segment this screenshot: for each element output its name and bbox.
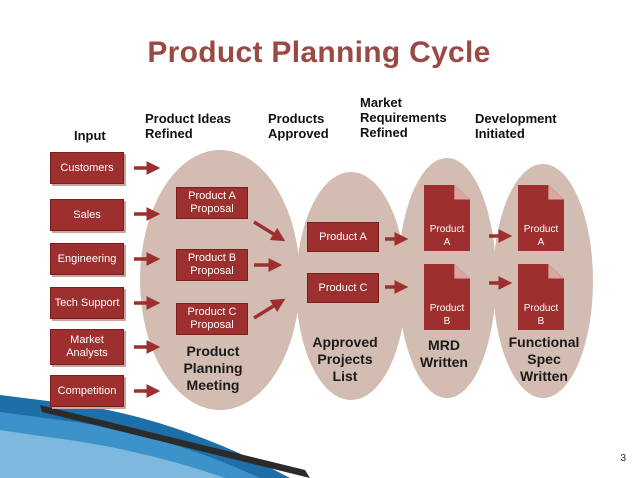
proposal-product-c: Product C Proposal bbox=[176, 303, 248, 335]
spec-document-product-b: Product B MRD bbox=[518, 264, 564, 330]
mrd-document-product-a: Product A MRD bbox=[424, 185, 470, 251]
mrd-document-label: Product A MRD bbox=[429, 224, 465, 251]
spec-document-product-a: Product A MRD bbox=[518, 185, 564, 251]
header-product-ideas-refined: Product Ideas Refined bbox=[145, 111, 231, 141]
header-products-approved: Products Approved bbox=[268, 111, 329, 141]
caption-product-planning-meeting: Product Planning Meeting bbox=[183, 343, 243, 393]
caption-mrd-written: MRD Written bbox=[420, 337, 468, 370]
approved-product-c: Product C bbox=[307, 273, 379, 303]
caption-approved-projects-list: Approved Projects List bbox=[312, 334, 378, 384]
input-customers: Customers bbox=[50, 152, 124, 184]
input-tech-support: Tech Support bbox=[50, 287, 124, 319]
spec-document-label: Product B MRD bbox=[523, 303, 559, 330]
header-market-requirements-refined: Market Requirements Refined bbox=[360, 95, 447, 140]
page-number: 3 bbox=[620, 453, 626, 464]
spec-document-label: Product A MRD bbox=[523, 224, 559, 251]
mrd-document-product-b: Product B MRD bbox=[424, 264, 470, 330]
input-competition: Competition bbox=[50, 375, 124, 407]
caption-functional-spec-written: Functional Spec Written bbox=[508, 334, 580, 384]
slide-title: Product Planning Cycle bbox=[147, 36, 491, 69]
header-input: Input bbox=[74, 128, 106, 143]
mrd-document-label: Product B MRD bbox=[429, 303, 465, 330]
input-engineering: Engineering bbox=[50, 243, 124, 275]
approved-product-a: Product A bbox=[307, 222, 379, 252]
input-sales: Sales bbox=[50, 199, 124, 231]
header-development-initiated: Development Initiated bbox=[475, 111, 557, 141]
input-market-analysts: Market Analysts bbox=[50, 329, 124, 365]
proposal-product-b: Product B Proposal bbox=[176, 249, 248, 281]
proposal-product-a: Product A Proposal bbox=[176, 187, 248, 219]
